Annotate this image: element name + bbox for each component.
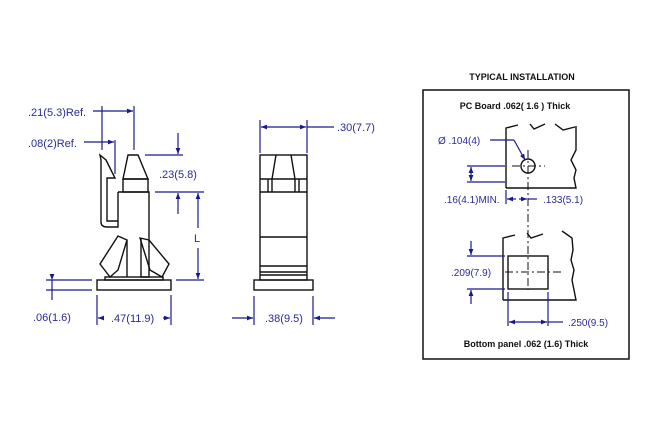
- pc-board-outline: [505, 123, 577, 189]
- left-fin: [99, 235, 128, 279]
- base-plate: [253, 279, 314, 291]
- installation-title: TYPICAL INSTALLATION: [469, 72, 575, 82]
- dim-length: L: [194, 233, 200, 245]
- body-and-latch: [98, 153, 150, 278]
- dim-base-thickness: .06(1.6): [33, 312, 71, 324]
- dim-ref-width: .21(5.3)Ref.: [28, 107, 86, 119]
- front-view: .30(7.7) .38(9.5): [232, 120, 375, 325]
- side-view: .21(5.3)Ref. .08(2)Ref. .23(5.8) L .06(1…: [28, 106, 204, 325]
- hole-diameter: Ø .104(4): [438, 136, 480, 147]
- base-pedestal: [104, 276, 164, 281]
- edge-min: .16(4.1)MIN.: [444, 195, 500, 206]
- base-plate: [96, 279, 172, 291]
- dim-base-width: .47(11.9): [111, 313, 154, 325]
- square-width: .250(9.5): [568, 318, 608, 329]
- body-outline: [259, 154, 308, 281]
- pc-board-label: PC Board .062( 1.6 ) Thick: [460, 101, 572, 111]
- dim-ref-tip: .08(2)Ref.: [28, 138, 77, 150]
- head-collar: [122, 178, 149, 193]
- bottom-panel-outline: [502, 230, 577, 301]
- leader-line: [513, 139, 526, 161]
- dim-top-width: .30(7.7): [337, 122, 375, 134]
- installation-frame: [422, 89, 630, 360]
- square-height: .209(7.9): [451, 268, 491, 279]
- body-details: [260, 154, 307, 276]
- dim-head-height: .23(5.8): [159, 169, 197, 181]
- right-fin: [138, 237, 170, 278]
- offset-dim: .133(5.1): [543, 195, 583, 206]
- dim-base-width: .38(9.5): [265, 313, 303, 325]
- typical-installation: TYPICAL INSTALLATION PC Board .062( 1.6 …: [422, 72, 630, 360]
- head-cone: [122, 154, 150, 180]
- bottom-panel-label: Bottom panel .062 (1.6) Thick: [464, 339, 590, 349]
